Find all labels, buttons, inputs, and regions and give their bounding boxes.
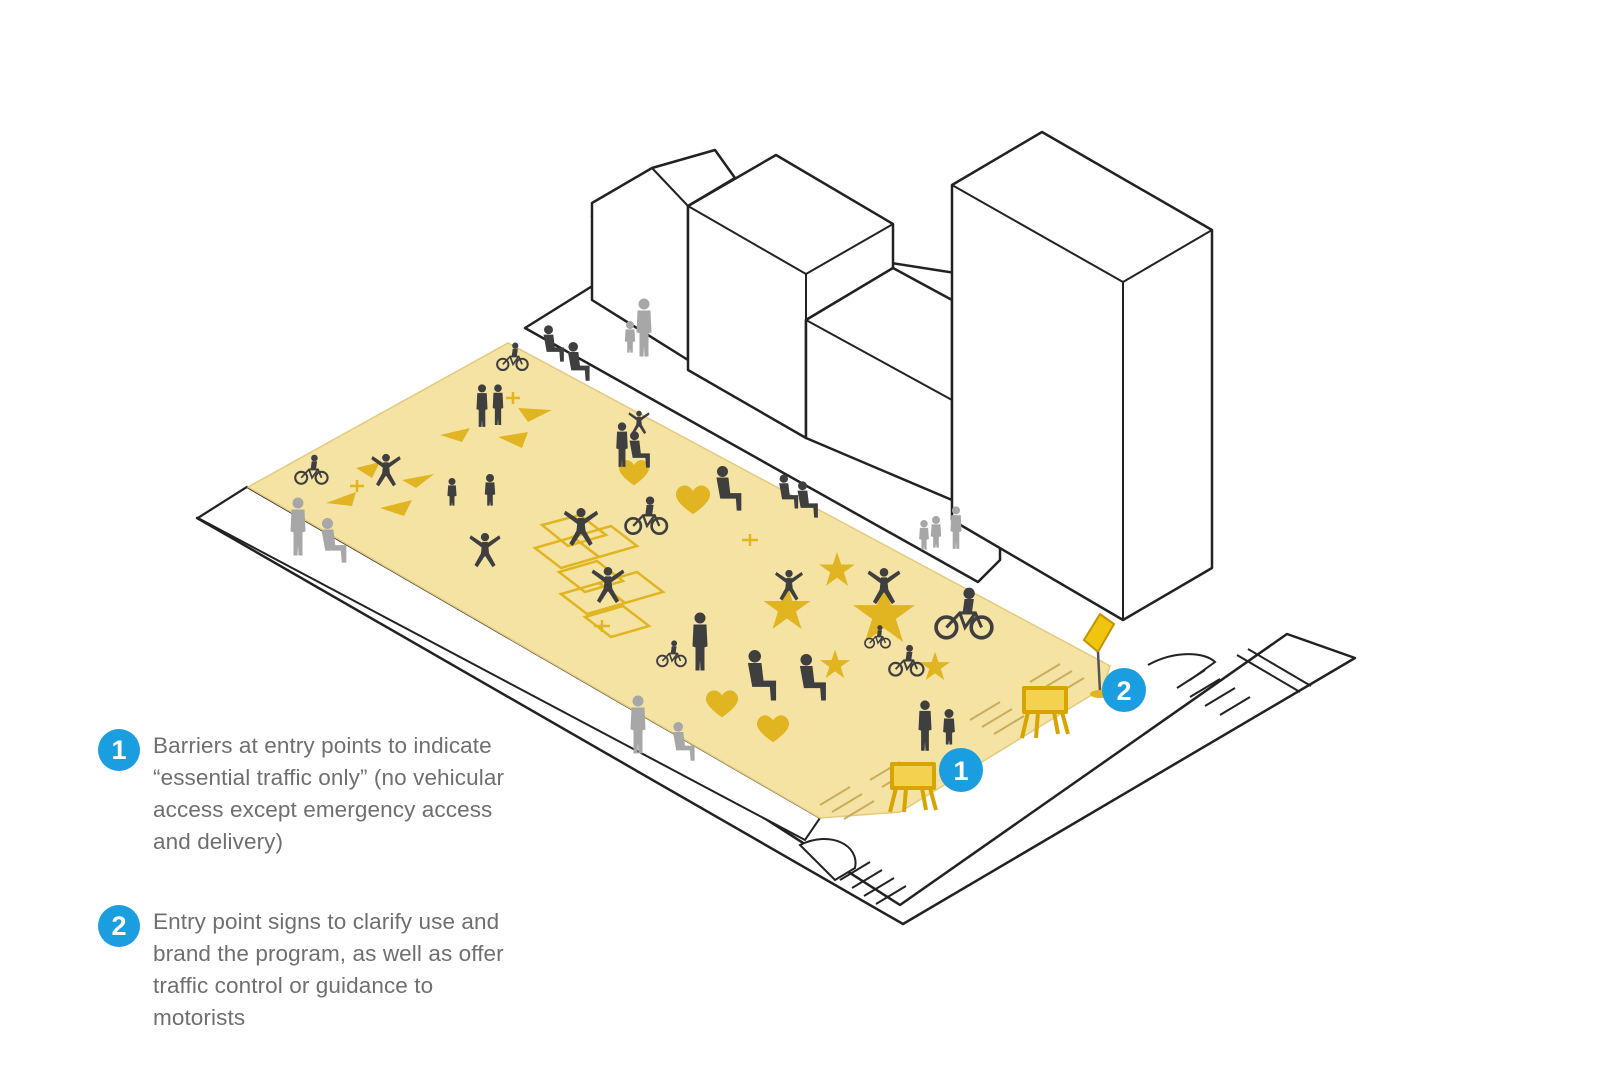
triangle-icon: [402, 474, 434, 488]
marker-1: 1: [939, 748, 983, 792]
triangle-icon: [440, 428, 470, 442]
legend-text-barriers: Barriers at entry points to indicate “es…: [153, 733, 505, 854]
triangle-icon: [498, 432, 528, 448]
marker-2: 2: [1102, 668, 1146, 712]
legend-badge-2: 2: [98, 905, 140, 947]
triangle-icon: [356, 462, 380, 478]
legend-item-barriers: 1 Barriers at entry points to indicate “…: [98, 729, 518, 858]
legend-badge-1: 1: [98, 729, 140, 771]
legend-item-signs: 2 Entry point signs to clarify use and b…: [98, 905, 518, 1034]
triangle-icon: [380, 500, 412, 516]
buildings: [590, 130, 1214, 622]
triangle-markings: [326, 408, 552, 516]
barrier-icon: [888, 762, 938, 813]
triangle-icon: [518, 408, 552, 422]
crosswalk-bottom-left: [839, 861, 907, 905]
triangle-icon: [326, 492, 356, 506]
ground-crosses: [350, 392, 758, 632]
crosswalk-right: [1147, 648, 1312, 716]
barrier-icon: [1020, 686, 1070, 739]
svg-text:2: 2: [1116, 676, 1131, 706]
svg-text:1: 1: [953, 756, 968, 786]
legend-text-signs: Entry point signs to clarify use and bra…: [153, 909, 504, 1030]
